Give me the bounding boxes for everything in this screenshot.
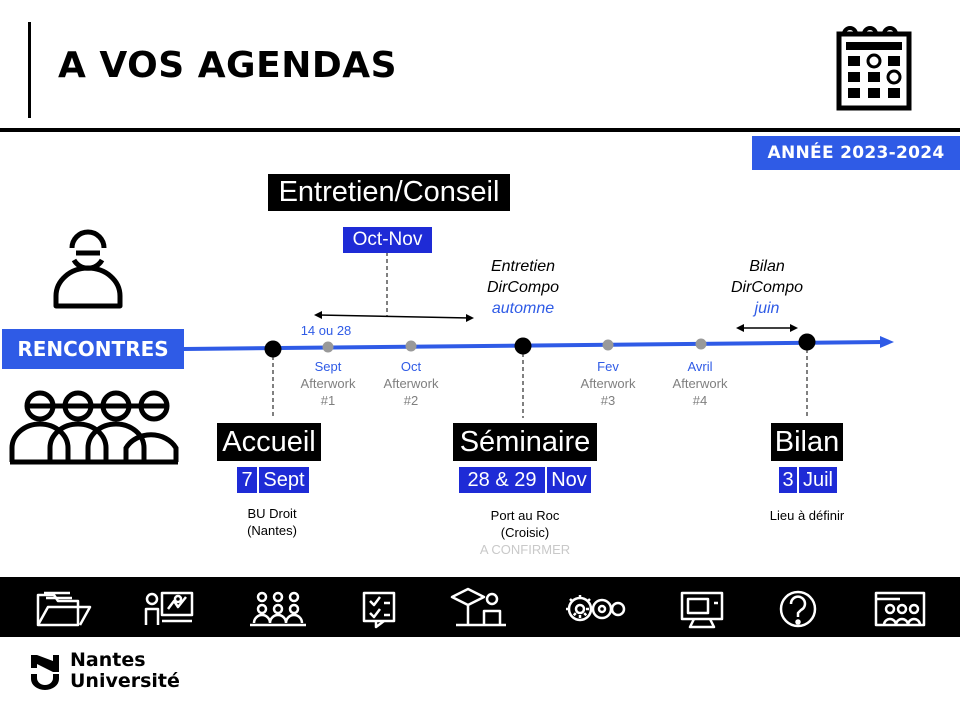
- afterwork-label: Afterwork: [672, 376, 728, 391]
- nantes-universite-logo-icon: [31, 655, 59, 690]
- afterwork-label: Afterwork: [300, 376, 356, 391]
- classroom-icon: [874, 591, 926, 627]
- timeline-arrowhead: [880, 336, 894, 348]
- afterwork-2: Oct Afterwork #2: [371, 358, 451, 409]
- note-bilan-dircompo: Bilan DirCompo juin: [708, 256, 826, 319]
- afterwork-number: #2: [403, 393, 419, 408]
- afterwork-dot: [322, 341, 334, 353]
- note-line: Entretien: [490, 258, 556, 275]
- afterwork-month: Fev: [597, 359, 619, 374]
- timeline-axis: [183, 340, 885, 351]
- afterwork-1: Sept Afterwork #1: [288, 358, 368, 409]
- range-note: 14 ou 28: [300, 323, 352, 338]
- logo-text: Nantes Université: [70, 650, 180, 692]
- help-icon: [779, 590, 817, 628]
- person-icon: [53, 229, 123, 309]
- afterwork-month: Sept: [314, 359, 342, 374]
- milestone-dot: [514, 337, 532, 355]
- note-line: juin: [754, 300, 780, 317]
- logo-line: Université: [70, 670, 180, 692]
- milestone-place-bilan: Lieu à définir: [747, 507, 867, 524]
- folder-icon: [36, 591, 92, 627]
- note-line: automne: [491, 300, 555, 317]
- milestone-dot: [264, 340, 282, 358]
- milestone-title-bilan: Bilan: [771, 423, 843, 461]
- computer-icon: [680, 591, 724, 629]
- rencontres-label: RENCONTRES: [2, 329, 184, 369]
- afterwork-number: #1: [320, 393, 336, 408]
- group-icon: [9, 390, 179, 465]
- afterwork-label: Afterwork: [383, 376, 439, 391]
- milestone-title-seminaire: Séminaire: [453, 423, 597, 461]
- teacher-board-icon: [144, 591, 194, 625]
- place-line: Lieu à définir: [769, 508, 845, 523]
- milestone-dot: [798, 333, 816, 351]
- place-line: (Croisic): [500, 525, 550, 540]
- range-arrow: [317, 314, 471, 319]
- milestone-date-month: Nov: [547, 467, 591, 493]
- note-line: DirCompo: [486, 279, 559, 296]
- milestone-place-accueil: BU Droit (Nantes): [222, 505, 322, 539]
- page-title: A VOS AGENDAS: [58, 45, 397, 86]
- place-line: (Nantes): [247, 523, 297, 538]
- milestone-date-day: 7: [237, 467, 257, 493]
- afterwork-dot: [602, 339, 614, 351]
- milestone-title-accueil: Accueil: [217, 423, 321, 461]
- afterwork-3: Fev Afterwork #3: [568, 358, 648, 409]
- year-badge: ANNÉE 2023-2024: [752, 136, 960, 170]
- afterwork-month: Avril: [687, 359, 713, 374]
- header-divider: [0, 128, 960, 132]
- entretien-conseil-period: Oct-Nov: [343, 227, 432, 253]
- note-line: DirCompo: [730, 279, 803, 296]
- calendar-icon: [836, 26, 912, 111]
- milestone-place-seminaire: Port au Roc (Croisic) A CONFIRMER: [465, 507, 585, 558]
- note-line: Bilan: [749, 258, 785, 275]
- milestone-date-days: 28 & 29: [459, 467, 545, 493]
- place-line: Port au Roc: [490, 508, 560, 523]
- team-meeting-icon: [250, 591, 306, 627]
- confirm-note: A CONFIRMER: [479, 542, 571, 557]
- afterwork-dot: [695, 338, 707, 350]
- milestone-date-month: Juil: [799, 467, 837, 493]
- entretien-conseil-title: Entretien/Conseil: [268, 174, 510, 211]
- logo-line: Nantes: [70, 649, 146, 671]
- presentation-icon: [450, 587, 506, 627]
- place-line: BU Droit: [247, 506, 297, 521]
- footer-icon-bar: [0, 577, 960, 637]
- afterwork-number: #4: [692, 393, 708, 408]
- milestone-date-month: Sept: [259, 467, 309, 493]
- afterwork-month: Oct: [400, 359, 422, 374]
- afterwork-dot: [405, 340, 417, 352]
- gears-icon: [566, 595, 626, 623]
- checklist-board-icon: [362, 591, 396, 629]
- header-accent-bar: [28, 22, 31, 118]
- afterwork-4: Avril Afterwork #4: [660, 358, 740, 409]
- afterwork-label: Afterwork: [580, 376, 636, 391]
- note-entretien-dircompo: Entretien DirCompo automne: [464, 256, 582, 319]
- milestone-date-day: 3: [779, 467, 797, 493]
- afterwork-number: #3: [600, 393, 616, 408]
- timeline: [183, 252, 894, 418]
